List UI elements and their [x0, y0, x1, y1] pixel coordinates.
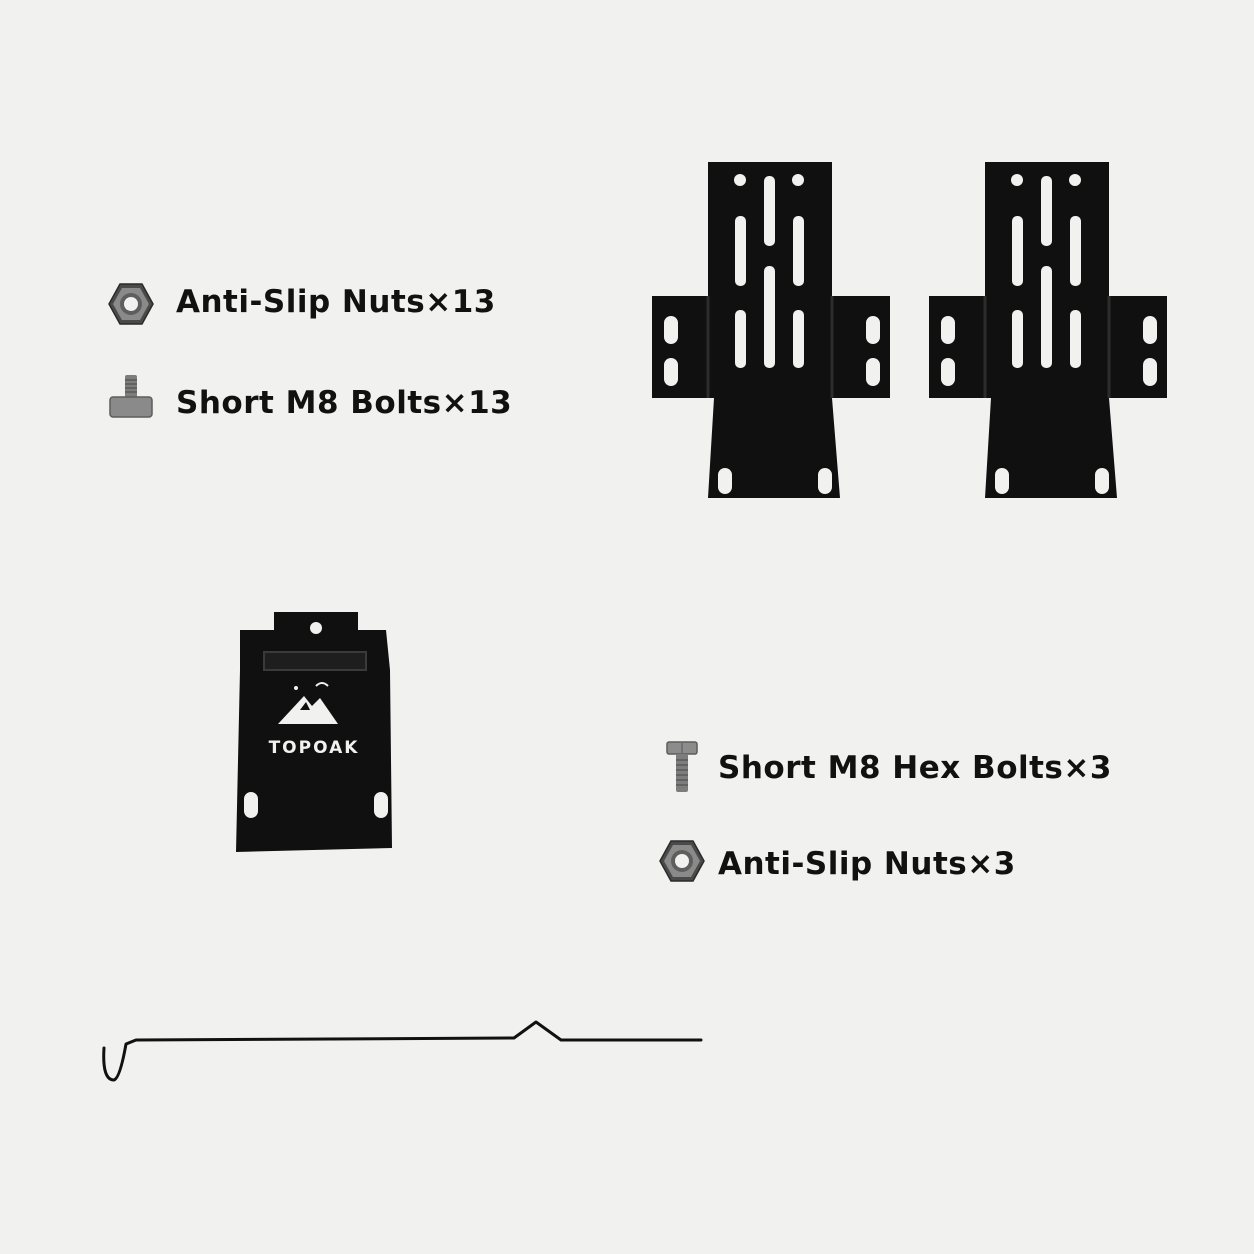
anti-slip-nuts-3-label: Anti-Slip Nuts×3 [718, 846, 1016, 882]
hex-nut-icon [108, 283, 154, 325]
right-bed-bracket [929, 162, 1167, 498]
hex-bolt-icon [666, 741, 698, 792]
brand-logo-text: TOPOAK [268, 738, 360, 758]
mounting-plate-shape [236, 612, 392, 852]
short-m8-hex-bolts-3-label: Short M8 Hex Bolts×3 [718, 750, 1112, 786]
release-wire-rod [102, 1020, 703, 1082]
mountain-logo-icon [278, 682, 338, 724]
hex-nut-icon [659, 840, 705, 882]
short-m8-bolts-13-label: Short M8 Bolts×13 [176, 385, 513, 421]
anti-slip-nuts-13-label: Anti-Slip Nuts×13 [176, 284, 496, 320]
left-bed-bracket [652, 162, 890, 498]
center-mounting-plate: TOPOAK [234, 610, 394, 856]
t-bolt-icon [109, 375, 153, 418]
